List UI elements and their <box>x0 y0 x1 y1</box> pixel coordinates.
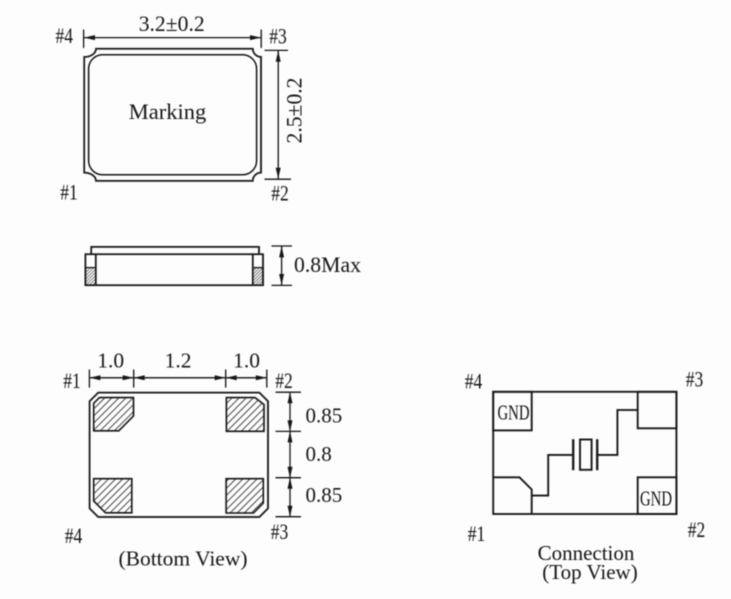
svg-text:Marking: Marking <box>129 99 207 124</box>
svg-text:1.0: 1.0 <box>233 349 260 373</box>
svg-text:#2: #2 <box>271 181 289 206</box>
svg-text:0.8Max: 0.8Max <box>294 252 361 277</box>
svg-text:(Top View): (Top View) <box>542 560 637 584</box>
svg-text:#1: #1 <box>63 368 81 393</box>
svg-text:#1: #1 <box>60 180 78 205</box>
svg-text:GND: GND <box>640 487 672 511</box>
svg-text:0.8: 0.8 <box>306 442 332 466</box>
svg-text:1.2: 1.2 <box>165 349 192 373</box>
svg-text:0.85: 0.85 <box>306 483 343 507</box>
svg-text:1.0: 1.0 <box>97 349 124 373</box>
svg-text:#3: #3 <box>271 519 289 544</box>
svg-text:#1: #1 <box>468 521 486 546</box>
svg-text:#2: #2 <box>688 517 706 542</box>
svg-text:0.85: 0.85 <box>306 404 343 428</box>
svg-text:#4: #4 <box>55 23 73 48</box>
svg-text:#3: #3 <box>686 367 704 392</box>
svg-text:#4: #4 <box>65 523 83 548</box>
svg-text:#4: #4 <box>465 369 483 394</box>
svg-text:2.5±0.2: 2.5±0.2 <box>282 78 307 144</box>
svg-text:3.2±0.2: 3.2±0.2 <box>139 11 205 36</box>
svg-text:#3: #3 <box>269 24 287 49</box>
svg-text:GND: GND <box>498 401 530 425</box>
svg-text:(Bottom View): (Bottom View) <box>118 547 247 571</box>
svg-text:Connection: Connection <box>538 541 635 565</box>
svg-text:#2: #2 <box>275 368 293 393</box>
